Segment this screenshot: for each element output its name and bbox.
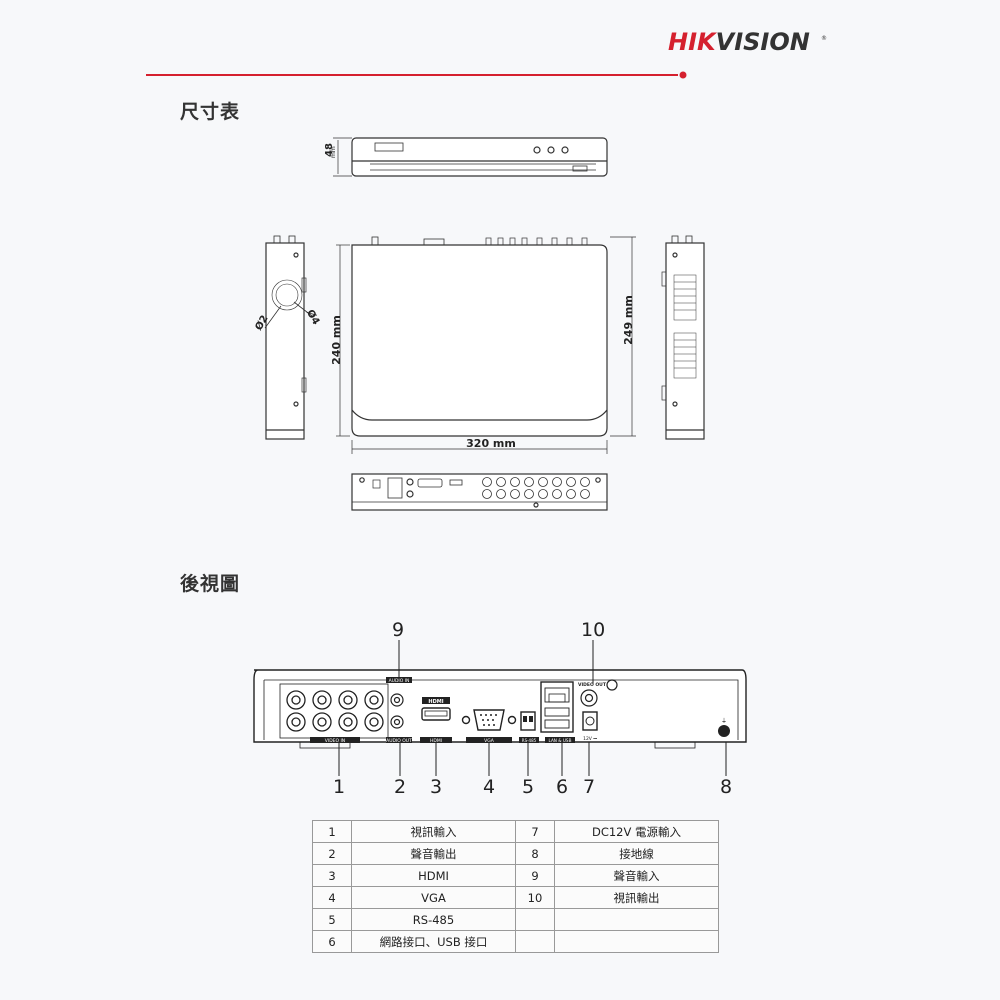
rs485-label: RS-485 — [522, 738, 537, 743]
legend-number: 9 — [515, 864, 555, 887]
callout-5: 5 — [522, 776, 535, 798]
audio-out-label: AUDIO OUT — [386, 738, 412, 744]
video-in-ports — [279, 683, 389, 739]
hdmi-port — [421, 697, 451, 721]
legend-number: 4 — [312, 886, 352, 909]
rear-view-title: 後視圖 — [180, 573, 241, 595]
logo-hik: HIK — [668, 28, 718, 56]
video-in-label: VIDEO IN — [325, 738, 345, 744]
callout-lines — [338, 640, 727, 776]
hdmi-label: HDMI — [430, 738, 442, 744]
audio-in-label: AUDIO IN — [389, 678, 410, 684]
port-legend-table: 1 視訊輸入 7 DC12V 電源輸入 2 聲音輸出 8 接地線 3 HDMI … — [312, 820, 719, 953]
legend-number: 7 — [515, 820, 555, 843]
legend-number: 6 — [312, 930, 352, 953]
callout-4: 4 — [483, 776, 496, 798]
legend-description: VGA — [351, 886, 516, 909]
legend-description: RS-485 — [351, 908, 516, 931]
legend-row: 1 視訊輸入 7 DC12V 電源輸入 — [312, 820, 719, 843]
ground-terminal: ⏚ — [718, 718, 730, 737]
callout-1: 1 — [333, 776, 346, 798]
height-unit: mm — [330, 146, 337, 158]
legend-description: 網路接口、USB 接口 — [351, 930, 516, 953]
small-rear-view — [351, 473, 608, 511]
legend-description — [554, 930, 719, 953]
legend-row: 6 網路接口、USB 接口 — [312, 930, 719, 953]
legend-description — [554, 908, 719, 931]
audio-ports — [390, 693, 404, 729]
depth-249-label: 249 mm — [622, 295, 635, 345]
vga-port — [461, 709, 517, 731]
hikvision-logo: HIKVISION ® — [668, 28, 827, 56]
power-label: 12V ⎓ — [583, 736, 597, 742]
callout-8: 8 — [720, 776, 733, 798]
legend-number: 3 — [312, 864, 352, 887]
legend-row: 3 HDMI 9 聲音輸入 — [312, 864, 719, 887]
lan-usb-label: LAN & USB — [549, 738, 572, 743]
legend-row: 4 VGA 10 視訊輸出 — [312, 886, 719, 909]
legend-number — [515, 930, 555, 953]
legend-number — [515, 908, 555, 931]
callout-6: 6 — [556, 776, 569, 798]
legend-number: 10 — [515, 886, 555, 909]
legend-description: 接地線 — [554, 842, 719, 865]
callout-10: 10 — [581, 619, 606, 641]
vga-label: VGA — [484, 738, 495, 744]
legend-description: 視訊輸入 — [351, 820, 516, 843]
video-out-label: VIDEO OUT — [578, 682, 607, 688]
dimensions-title: 尺寸表 — [180, 101, 241, 123]
dc-power-port — [582, 711, 598, 731]
header-divider — [146, 71, 687, 79]
callout-7: 7 — [583, 776, 596, 798]
callout-3: 3 — [430, 776, 443, 798]
svg-text:⏚: ⏚ — [721, 718, 727, 725]
depth-240-label: 240 mm — [330, 315, 343, 365]
logo-vision: VISION — [716, 28, 810, 56]
svg-text:®: ® — [821, 35, 827, 42]
legend-row: 5 RS-485 — [312, 908, 719, 931]
legend-description: 視訊輸出 — [554, 886, 719, 909]
callout-2: 2 — [394, 776, 407, 798]
top-view — [336, 236, 636, 454]
legend-number: 2 — [312, 842, 352, 865]
width-320-label: 320 mm — [466, 437, 516, 450]
legend-description: 聲音輸入 — [554, 864, 719, 887]
legend-number: 5 — [312, 908, 352, 931]
svg-text:HIKVISION: HIKVISION — [668, 28, 810, 56]
rs485-port — [520, 711, 536, 731]
height-value: 48 — [324, 143, 335, 157]
front-view — [333, 137, 608, 177]
lan-usb-ports — [540, 681, 574, 733]
right-side-view — [661, 235, 705, 440]
legend-description: 聲音輸出 — [351, 842, 516, 865]
svg-text:HDMI: HDMI — [428, 699, 443, 705]
legend-description: HDMI — [351, 864, 516, 887]
left-side-view — [264, 235, 313, 440]
video-out-port — [580, 679, 618, 707]
legend-row: 2 聲音輸出 8 接地線 — [312, 842, 719, 865]
legend-description: DC12V 電源輸入 — [554, 820, 719, 843]
dimension-drawing: 48 mm Ø2 Ø4 — [253, 137, 705, 511]
legend-number: 8 — [515, 842, 555, 865]
legend-number: 1 — [312, 820, 352, 843]
callout-9: 9 — [392, 619, 405, 641]
